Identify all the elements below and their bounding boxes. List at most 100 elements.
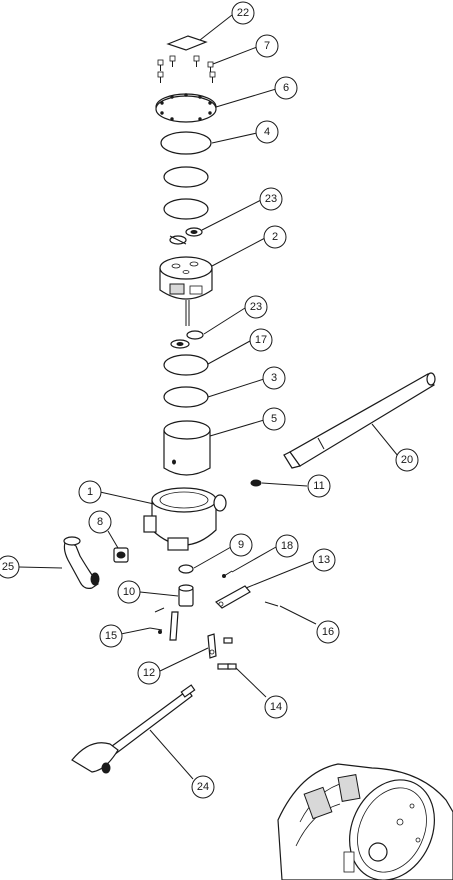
callout-c10: 10 bbox=[117, 580, 141, 604]
callout-circle bbox=[191, 775, 215, 799]
callout-label: 23 bbox=[250, 301, 262, 313]
callout-label: 4 bbox=[264, 126, 270, 138]
callout-c14: 14 bbox=[264, 695, 288, 719]
callout-circle bbox=[88, 510, 112, 534]
callout-circle bbox=[229, 533, 253, 557]
callout-circle bbox=[262, 407, 286, 431]
part-18-pin bbox=[222, 570, 233, 578]
callout-label: 8 bbox=[97, 516, 103, 528]
part-11-nut bbox=[250, 479, 262, 487]
callout-c16: 16 bbox=[316, 620, 340, 644]
callout-circle bbox=[244, 295, 268, 319]
callout-label: 10 bbox=[123, 586, 135, 598]
part-3-ring bbox=[163, 386, 209, 408]
callout-label: 11 bbox=[313, 480, 324, 492]
part-2-pump-body bbox=[159, 256, 213, 326]
callout-label: 7 bbox=[264, 40, 270, 52]
callout-circle bbox=[255, 120, 279, 144]
part-8-fitting bbox=[113, 547, 129, 563]
callout-c25: 25 bbox=[0, 555, 20, 579]
callout-label: 2 bbox=[272, 231, 278, 243]
part-12-link bbox=[207, 633, 217, 659]
callout-label: 22 bbox=[237, 7, 249, 19]
callout-circle bbox=[262, 366, 286, 390]
part-17-ring bbox=[163, 354, 209, 376]
callout-c17: 17 bbox=[249, 328, 273, 352]
callout-circle bbox=[307, 474, 331, 498]
callout-c11: 11 bbox=[307, 474, 331, 498]
callout-circle bbox=[264, 695, 288, 719]
callout-label: 25 bbox=[2, 561, 14, 573]
callout-c15: 15 bbox=[99, 624, 123, 648]
callout-label: 20 bbox=[401, 454, 413, 466]
callout-label: 15 bbox=[105, 630, 117, 642]
callout-c5: 5 bbox=[262, 407, 286, 431]
part-15-hardware bbox=[149, 607, 165, 634]
part-23-valve-lower bbox=[170, 330, 204, 349]
callout-circle bbox=[259, 187, 283, 211]
callout-c22: 22 bbox=[231, 1, 255, 25]
callout-circle bbox=[231, 1, 255, 25]
callout-c4: 4 bbox=[255, 120, 279, 144]
callout-circle bbox=[263, 225, 287, 249]
callout-label: 23 bbox=[265, 193, 277, 205]
part-9-plug bbox=[178, 564, 194, 574]
callout-label: 24 bbox=[197, 781, 209, 793]
part-23-valve-upper bbox=[169, 227, 203, 245]
part-1-housing bbox=[143, 487, 227, 551]
callout-label: 16 bbox=[322, 626, 334, 638]
callout-c6: 6 bbox=[274, 76, 298, 100]
callout-c8: 8 bbox=[88, 510, 112, 534]
part-6-cover-plate bbox=[155, 93, 217, 123]
callout-circle bbox=[395, 448, 419, 472]
callout-label: 9 bbox=[238, 539, 244, 551]
part-14-pins bbox=[217, 637, 237, 670]
part-25-elbow bbox=[63, 536, 100, 589]
callout-label: 17 bbox=[255, 334, 267, 346]
part-5-sleeve bbox=[163, 420, 211, 476]
callout-label: 3 bbox=[271, 372, 277, 384]
callout-circle bbox=[255, 34, 279, 58]
callout-c2: 2 bbox=[263, 225, 287, 249]
callout-c23a: 23 bbox=[259, 187, 283, 211]
part-24-handle bbox=[71, 684, 196, 774]
callout-c20: 20 bbox=[395, 448, 419, 472]
callout-c9: 9 bbox=[229, 533, 253, 557]
callout-circle bbox=[99, 624, 123, 648]
callout-label: 6 bbox=[283, 82, 289, 94]
callout-circle bbox=[117, 580, 141, 604]
part-7-screws bbox=[157, 55, 216, 83]
callout-circle bbox=[137, 661, 161, 685]
callout-label: 1 bbox=[87, 486, 93, 498]
callout-c18: 18 bbox=[275, 534, 299, 558]
callout-circle bbox=[274, 76, 298, 100]
callout-label: 13 bbox=[318, 554, 330, 566]
part-22-gasket bbox=[166, 35, 208, 51]
callout-circle bbox=[312, 548, 336, 572]
callout-c13: 13 bbox=[312, 548, 336, 572]
detail-housing-view bbox=[277, 763, 453, 880]
part-link-arm bbox=[169, 611, 179, 641]
callout-label: 14 bbox=[270, 701, 282, 713]
callout-circle bbox=[316, 620, 340, 644]
callout-circle bbox=[275, 534, 299, 558]
callout-label: 12 bbox=[143, 667, 155, 679]
part-4-o-rings bbox=[160, 131, 212, 220]
callout-label: 5 bbox=[271, 413, 277, 425]
callout-label: 18 bbox=[281, 540, 293, 552]
callout-circle bbox=[78, 480, 102, 504]
part-20-shaft bbox=[283, 372, 436, 469]
callout-circle bbox=[0, 555, 20, 579]
leader-lines bbox=[18, 14, 399, 780]
part-16-pin bbox=[264, 601, 279, 607]
callout-c12: 12 bbox=[137, 661, 161, 685]
callout-c3: 3 bbox=[262, 366, 286, 390]
callout-circle bbox=[249, 328, 273, 352]
part-10-fitting bbox=[178, 584, 194, 607]
part-13-link bbox=[215, 585, 251, 609]
callout-c7: 7 bbox=[255, 34, 279, 58]
callout-c1: 1 bbox=[78, 480, 102, 504]
